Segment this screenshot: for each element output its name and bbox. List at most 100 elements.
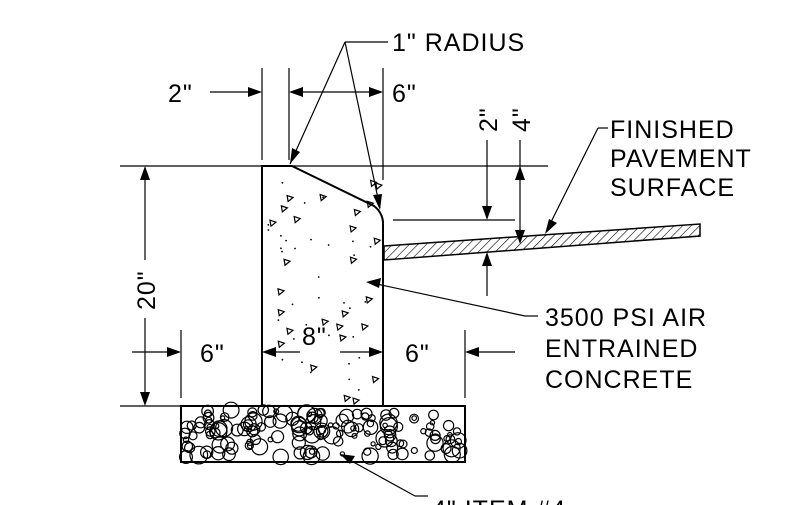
finished-label-line1: FINISHED (610, 116, 735, 144)
gravel-stone (222, 401, 240, 419)
gravel-stone (429, 429, 441, 441)
sand-dot (349, 307, 351, 310)
sand-dot (294, 247, 296, 250)
gravel-stone (302, 447, 321, 466)
concrete-callout: 3500 PSI AIR ENTRAINED CONCRETE (366, 278, 706, 394)
gravel-stone (350, 425, 357, 432)
gravel-stone (272, 413, 288, 429)
gravel-stone (184, 442, 196, 454)
aggregate-mark (293, 215, 302, 224)
sand-dot (277, 319, 280, 321)
gravel-stone (322, 426, 342, 445)
dim-8-label: 8" (302, 323, 327, 351)
gravel-stone (410, 446, 418, 455)
sand-dot (285, 239, 287, 242)
gravel-stone (428, 409, 439, 421)
gravel-stone (449, 432, 467, 449)
gravel-stone (375, 443, 382, 450)
gravel-stone (291, 420, 308, 437)
gravel-stone (442, 439, 461, 458)
pavement-surface (383, 223, 701, 261)
gravel-stone (210, 446, 226, 461)
gravel-stone (179, 427, 191, 440)
gravel-stone (424, 450, 436, 461)
gravel-stone (263, 415, 277, 428)
gravel-stone (361, 447, 379, 465)
aggregate-mark (366, 200, 375, 209)
sand-dot (303, 202, 306, 204)
sand-dot (280, 247, 282, 250)
gravel-stone (339, 408, 355, 424)
sand-dot (280, 234, 282, 237)
sand-dot (267, 229, 270, 231)
aggregate-mark (319, 193, 328, 202)
concrete-label-line3: CONCRETE (545, 366, 693, 394)
radius-callout: 1" RADIUS (289, 29, 524, 210)
gravel-stone (308, 448, 316, 455)
aggregate-mark (277, 308, 286, 317)
gravel-stone (244, 412, 263, 431)
gravel-stone (256, 422, 266, 432)
gravel-stone (317, 425, 327, 435)
gravel-stone (443, 445, 461, 464)
gravel-stone (205, 426, 216, 437)
gravel-stone (426, 434, 444, 452)
aggregate-mark (341, 310, 350, 319)
gravel-stone (205, 430, 215, 440)
gravel-stone (398, 439, 408, 449)
aggregate-mark (277, 340, 286, 349)
gravel-stone (219, 412, 230, 423)
sand-dot (301, 361, 303, 364)
sand-dot (281, 358, 284, 361)
gravel-stone (271, 430, 285, 444)
aggregate-mark (349, 256, 358, 265)
gravel-stone (370, 441, 376, 447)
aggregate-mark (369, 179, 378, 188)
gravel-stone (360, 407, 373, 420)
gravel-stone (452, 427, 462, 436)
gravel-stone (420, 428, 427, 435)
height-dimension: 20" (133, 166, 161, 406)
aggregate-mark (365, 295, 374, 304)
gravel-stone (193, 421, 206, 434)
base-callout: 4" ITEM #4 (340, 454, 566, 505)
aggregate-mark (339, 334, 348, 343)
bottom-dimensions: 6" 8" 6" (132, 323, 515, 368)
aggregate-mark (361, 323, 370, 332)
gravel-stone (180, 420, 194, 434)
gravel-stone (383, 425, 397, 439)
aggregate-mark (343, 394, 352, 403)
sand-dot (358, 356, 361, 359)
sand-dot (357, 389, 360, 391)
gravel-stone (313, 422, 331, 440)
dim-6-left-label: 6" (200, 340, 225, 368)
gravel-stone (273, 408, 280, 415)
sand-dot (343, 302, 345, 304)
dim-2-top-label: 2" (168, 80, 193, 108)
gravel-stone (292, 426, 308, 442)
gravel-stone (315, 446, 330, 461)
sand-dot (310, 238, 312, 241)
sand-dot (267, 223, 270, 226)
gravel-stone (220, 436, 236, 452)
base-label: 4" ITEM #4 (432, 496, 566, 505)
gravel-stone (247, 411, 258, 421)
aggregate-mark (283, 258, 292, 267)
gravel-stone (451, 442, 468, 459)
sand-dot (318, 296, 320, 299)
gravel-stone (362, 419, 379, 435)
gravel-stone (332, 435, 344, 447)
gravel-stone (378, 436, 388, 446)
gravel-stone (411, 415, 418, 422)
gravel-stone (380, 409, 392, 421)
sand-dot (281, 250, 283, 253)
aggregate-mark (336, 323, 345, 332)
gravel-stone (244, 440, 254, 451)
aggregate-mark (321, 318, 330, 327)
gravel-stone (194, 416, 207, 429)
top-dimensions: 2" 6" (168, 80, 416, 108)
gravel-stone (375, 428, 395, 448)
sand-dot (322, 196, 324, 199)
aggregate-mark (286, 327, 295, 336)
gravel-stone (247, 407, 258, 418)
